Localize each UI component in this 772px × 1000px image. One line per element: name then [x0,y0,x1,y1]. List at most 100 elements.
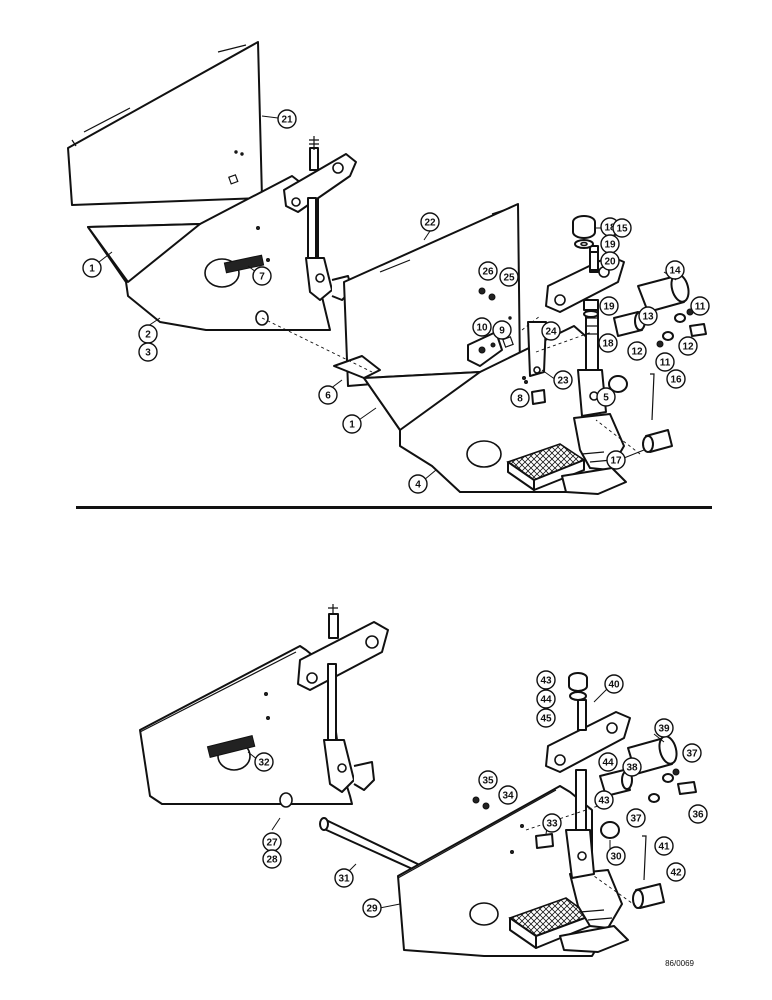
callout-4: 4 [408,474,428,494]
svg-text:34: 34 [502,791,514,802]
svg-text:13: 13 [642,312,654,323]
callout-28: 28 [262,849,282,869]
callout-3: 3 [138,342,158,362]
svg-text:42: 42 [670,868,682,879]
callout-25: 25 [499,267,519,287]
svg-text:30: 30 [610,852,622,863]
hardware-top [467,215,707,453]
callout-34: 34 [498,785,518,805]
callout-1b: 1 [342,414,362,434]
svg-text:18: 18 [604,223,616,234]
svg-text:31: 31 [338,874,350,885]
callout-45: 45 [536,708,556,728]
svg-text:32: 32 [258,758,270,769]
callout-22: 22 [420,212,440,232]
hitch-arm-bottom-right [545,699,631,879]
callout-24: 24 [541,321,561,341]
svg-text:22: 22 [424,218,436,229]
callout-20: 20 [600,251,620,271]
svg-text:16: 16 [670,375,682,386]
svg-text:18: 18 [602,339,614,350]
svg-text:12: 12 [682,342,694,353]
hitch-arm-top-right [545,245,625,417]
svg-text:19: 19 [603,302,615,313]
svg-text:5: 5 [603,393,609,404]
svg-text:40: 40 [608,680,620,691]
callout-11a: 11 [690,296,710,316]
svg-text:43: 43 [540,676,552,687]
alignment-line-bottom [525,805,637,907]
svg-text:35: 35 [482,776,494,787]
svg-text:23: 23 [557,376,569,387]
callout-7: 7 [252,266,272,286]
callout-17: 17 [606,450,626,470]
step-top [506,443,586,491]
callout-1a: 1 [82,258,102,278]
callout-5: 5 [596,387,616,407]
svg-text:44: 44 [602,758,614,769]
svg-text:6: 6 [325,391,331,402]
svg-text:25: 25 [503,273,515,284]
shield-plate-21 [67,41,263,206]
callout-43b: 43 [594,790,614,810]
callout-44a: 44 [536,689,556,709]
svg-text:11: 11 [695,302,706,313]
section-divider [76,506,712,509]
svg-text:20: 20 [604,257,616,268]
callout-40: 40 [604,674,624,694]
svg-text:3: 3 [145,348,151,359]
callout-37a: 37 [682,743,702,763]
svg-text:14: 14 [669,266,681,277]
callout-43a: 43 [536,670,556,690]
svg-text:10: 10 [476,323,488,334]
svg-text:19: 19 [604,240,616,251]
alignment-line-top [261,315,641,455]
svg-text:26: 26 [482,267,494,278]
svg-text:36: 36 [692,810,704,821]
svg-text:39: 39 [658,724,670,735]
top-assembly: 1 2 3 7 21 22 26 25 10 9 6 1 8 24 23 4 1… [67,41,710,495]
hardware-bottom [472,672,697,909]
reference-code: 86/0069 [665,959,694,968]
svg-text:15: 15 [616,224,628,235]
wear-pad-32 [206,734,256,758]
svg-text:33: 33 [546,819,558,830]
svg-text:2: 2 [145,330,151,341]
callout-31: 31 [334,868,354,888]
svg-text:12: 12 [631,347,643,358]
svg-text:11: 11 [660,358,671,369]
callout-41: 41 [654,836,674,856]
svg-text:21: 21 [281,115,293,126]
callout-42: 42 [666,862,686,882]
svg-text:43: 43 [598,796,610,807]
svg-text:45: 45 [540,714,552,725]
callout-27: 27 [262,832,282,852]
gusset-6 [333,355,381,379]
callout-15: 15 [612,218,632,238]
callout-32: 32 [254,752,274,772]
support-plate-left [87,175,331,331]
callout-37b: 37 [626,808,646,828]
cross-shaft-31 [319,817,429,877]
callout-9: 9 [492,320,512,340]
callout-33: 33 [542,813,562,833]
svg-text:24: 24 [545,327,557,338]
svg-text:7: 7 [259,272,265,283]
callout-23: 23 [553,370,573,390]
svg-text:27: 27 [266,838,278,849]
callout-38: 38 [622,757,642,777]
svg-text:1: 1 [349,420,355,431]
svg-text:9: 9 [499,326,505,337]
callout-39: 39 [654,718,674,738]
callout-14: 14 [665,260,685,280]
callout-19b: 19 [599,296,619,316]
svg-text:44: 44 [540,695,552,706]
callout-21: 21 [277,109,297,129]
callout-11b: 11 [655,352,675,372]
svg-text:17: 17 [610,456,622,467]
callout-12a: 12 [678,336,698,356]
svg-text:37: 37 [630,814,642,825]
callout-8: 8 [510,388,530,408]
bottom-assembly: 32 27 28 31 29 35 34 33 30 43 44 45 40 3… [139,604,708,957]
